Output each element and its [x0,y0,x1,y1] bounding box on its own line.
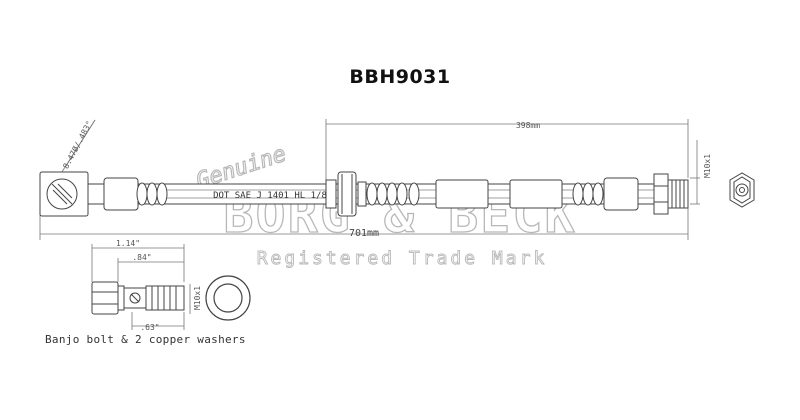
dim-banjo-eye: 8.47Ø/.483" [60,119,94,170]
part-number-title: BBH9031 [349,66,451,88]
dim-hose-length: 701mm [349,228,379,239]
dim-bracket-offset: 398mm [516,121,540,130]
bolt-dimension-lines [91,244,191,330]
dim-bolt-shank: .84" [132,253,151,262]
dim-bolt-thread: M10x1 [193,286,202,310]
hose-ribs-left [136,182,168,206]
banjo-bolt [91,281,185,315]
crimp-ferrule-left [103,177,139,211]
end-thread [667,179,689,209]
banjo-neck [87,183,105,205]
hose-marking: DOT SAE J 1401 HL 1/8 [213,191,327,201]
hose-sleeve-1 [435,179,489,209]
bracket-sleeve-left [325,179,337,209]
hose-sleeve-2 [509,179,563,209]
end-view-hex [729,172,755,208]
hose-assembly [39,171,689,217]
banjo-bolt-caption: Banjo bolt & 2 copper washers [45,333,246,346]
bolt-head [91,281,119,315]
watermark-subtitle: Registered Trade Mark [257,248,548,269]
dim-bolt-overall: 1.14" [116,239,140,248]
bolt-collar [117,285,125,311]
crimp-ferrule-right [603,177,639,211]
dim-end-thread: M10x1 [703,154,712,178]
bracket-clip [337,171,357,217]
hose-ribs-mid [366,182,420,206]
dim-bolt-head: .63" [140,323,159,332]
copper-washer [205,275,251,321]
end-hex-nut [653,173,669,215]
